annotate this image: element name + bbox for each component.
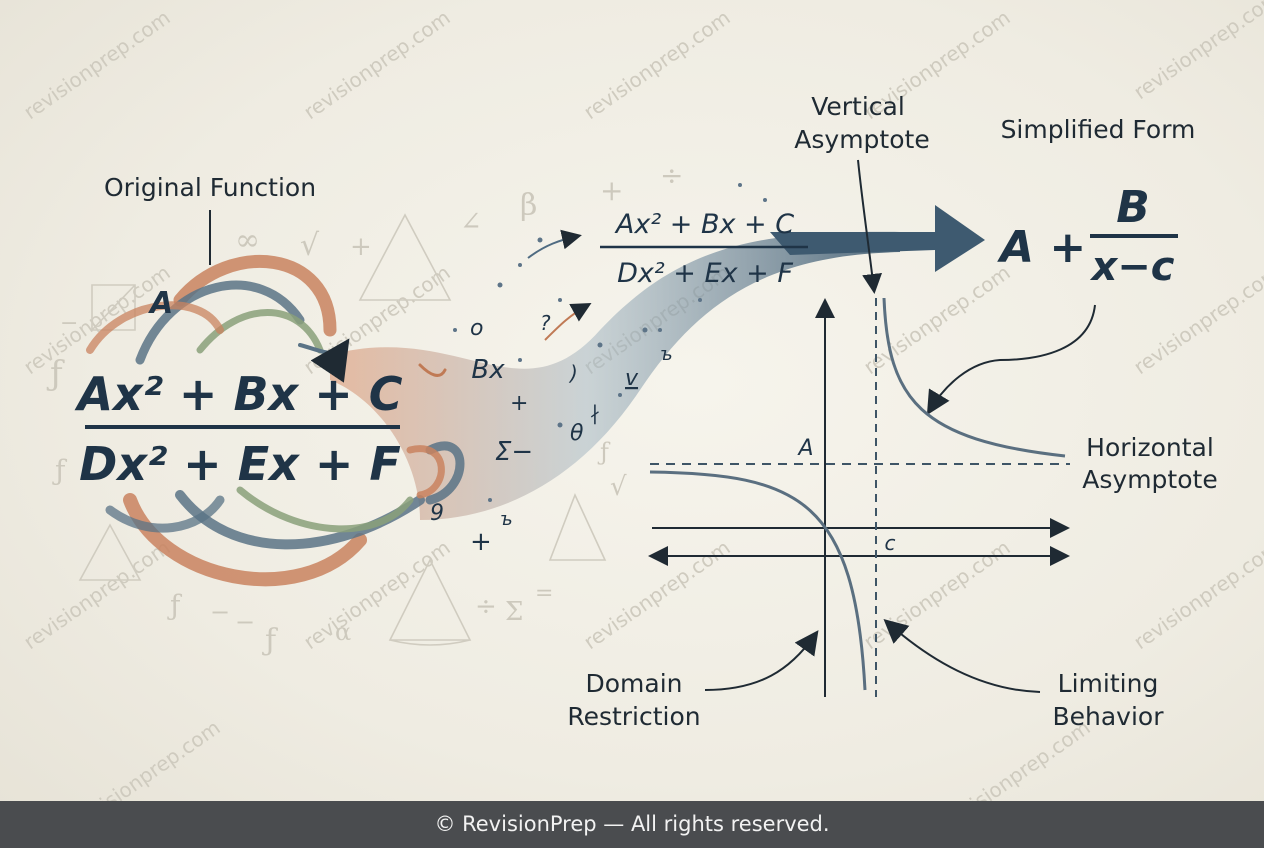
svg-text:): ) bbox=[568, 361, 578, 385]
domain-restriction-annotation: Domain Restriction bbox=[567, 630, 819, 731]
original-function: Original Function A Ax² + Bx + C Dx² + E… bbox=[74, 173, 505, 491]
flow-particles bbox=[453, 183, 767, 502]
domain-restriction-label-line2: Restriction bbox=[567, 702, 700, 731]
sqrt-doodle: √ bbox=[300, 228, 320, 263]
cone-doodle bbox=[548, 492, 607, 561]
loose-term-bx: Bx bbox=[471, 355, 505, 385]
middle-denominator: Dx² + Ex + F bbox=[617, 258, 793, 289]
horizontal-asymptote-annotation: Horizontal Asymptote bbox=[1082, 433, 1217, 494]
sqrt-doodle: √ bbox=[610, 472, 627, 502]
square-doodle bbox=[91, 284, 136, 331]
domain-restriction-pointer bbox=[704, 630, 819, 691]
limiting-behavior-label-line2: Behavior bbox=[1052, 702, 1164, 731]
function-doodle: ƒ bbox=[46, 354, 65, 394]
watermark-text: revisionprep.com bbox=[19, 5, 174, 124]
diagram-svg: revisionprep.com revisionprep.com revisi… bbox=[19, 0, 1264, 801]
curve-upper-branch bbox=[882, 297, 1066, 458]
svg-text:+: + bbox=[510, 391, 528, 416]
minus-doodle: − bbox=[60, 311, 78, 336]
asymptote-graph: A c bbox=[648, 297, 1070, 697]
watermark-text: revisionprep.com bbox=[69, 715, 224, 801]
divide-doodle: ÷ bbox=[660, 159, 683, 192]
function-doodle: ƒ bbox=[52, 454, 68, 487]
simplified-denominator: x−c bbox=[1089, 244, 1174, 290]
flow-ribbon bbox=[330, 231, 900, 520]
vertical-asymptote-annotation: Vertical Asymptote bbox=[794, 92, 930, 294]
triangle-doodle bbox=[78, 523, 142, 581]
angle-doodle: ∠ bbox=[460, 207, 482, 237]
minus-doodle: − bbox=[210, 598, 230, 626]
function-doodle: ƒ bbox=[167, 589, 183, 622]
plus-doodle: + bbox=[600, 174, 623, 207]
watermark-text: revisionprep.com bbox=[299, 535, 454, 654]
limiting-behavior-pointer bbox=[883, 619, 1041, 693]
svg-text:ъ: ъ bbox=[660, 344, 673, 365]
middle-numerator: Ax² + Bx + C bbox=[614, 209, 794, 240]
svg-text:v: v bbox=[625, 366, 639, 391]
svg-text:θ: θ bbox=[570, 421, 584, 446]
watermark-text: revisionprep.com bbox=[1129, 0, 1264, 104]
limiting-behavior-label-line1: Limiting bbox=[1058, 669, 1159, 698]
flow-arrow bbox=[527, 229, 582, 259]
divide-doodle: ÷ bbox=[475, 592, 497, 622]
alpha-doodle: α bbox=[335, 618, 351, 646]
watermark-text: revisionprep.com bbox=[579, 5, 734, 124]
simplified-a-plus: A + bbox=[997, 222, 1086, 273]
svg-text:Σ−: Σ− bbox=[495, 437, 533, 467]
simplified-numerator: B bbox=[1116, 182, 1150, 233]
svg-text:+: + bbox=[470, 527, 492, 557]
watermark-text: revisionprep.com bbox=[859, 535, 1014, 654]
simplified-form-label: Simplified Form bbox=[1001, 115, 1196, 144]
minus-doodle: − bbox=[235, 608, 255, 636]
triangle-doodle bbox=[358, 213, 452, 301]
infinity-doodle: ∞ bbox=[235, 223, 260, 258]
original-numerator: Ax² + Bx + C bbox=[74, 367, 402, 421]
tangled-ribbons bbox=[86, 254, 465, 587]
vertical-asymptote-label-line1: Vertical bbox=[811, 92, 905, 121]
vertical-asymptote-pointer bbox=[857, 159, 883, 294]
sigma-doodle: Σ bbox=[505, 597, 523, 627]
vertical-asymptote-label-line2: Asymptote bbox=[794, 125, 929, 154]
svg-text:ъ: ъ bbox=[500, 509, 513, 530]
svg-text:?: ? bbox=[540, 311, 551, 335]
svg-text:o: o bbox=[470, 316, 483, 341]
original-denominator: Dx² + Ex + F bbox=[79, 437, 401, 491]
svg-text:∤: ∤ bbox=[590, 401, 600, 425]
function-doodle: ƒ bbox=[597, 438, 611, 466]
simplified-pointer-arrow bbox=[926, 304, 1096, 416]
copyright-footer: © RevisionPrep — All rights reserved. bbox=[0, 801, 1264, 848]
flow-symbols: o ? + Σ− θ ∤ v + 9 ъ ъ ) bbox=[430, 311, 673, 557]
math-doodles: + ÷ β √ ∞ + ∠ ƒ ƒ ƒ ƒ α ÷ Σ = √ ƒ − − − bbox=[46, 159, 683, 658]
svg-text:9: 9 bbox=[430, 501, 444, 526]
watermark-text: revisionprep.com bbox=[1129, 535, 1264, 654]
curve-lower-branch bbox=[649, 470, 867, 691]
limiting-behavior-annotation: Limiting Behavior bbox=[883, 619, 1164, 731]
loose-term-a: A bbox=[148, 286, 173, 321]
simplified-form: Simplified Form A + B x−c bbox=[926, 115, 1196, 416]
transformation-flow: o ? + Σ− θ ∤ v + 9 ъ ъ ) bbox=[330, 183, 985, 557]
vertical-asymptote-value-label: c bbox=[885, 531, 896, 555]
watermark-text: revisionprep.com bbox=[299, 5, 454, 124]
flow-arrow-head bbox=[770, 205, 985, 272]
beta-doodle: β bbox=[520, 188, 537, 223]
original-function-label: Original Function bbox=[104, 173, 316, 202]
middle-function: Ax² + Bx + C Dx² + Ex + F bbox=[600, 209, 808, 289]
plus-doodle: + bbox=[350, 232, 372, 262]
watermark-text: revisionprep.com bbox=[19, 535, 174, 654]
equals-doodle: = bbox=[535, 581, 553, 606]
domain-restriction-label-line1: Domain bbox=[585, 669, 682, 698]
flow-arrow bbox=[544, 303, 592, 341]
horizontal-asymptote-value-label: A bbox=[796, 436, 813, 461]
horizontal-asymptote-label-line1: Horizontal bbox=[1086, 433, 1214, 462]
function-doodle: ƒ bbox=[262, 623, 278, 658]
cone-doodle bbox=[388, 558, 472, 646]
horizontal-asymptote-label-line2: Asymptote bbox=[1082, 465, 1217, 494]
